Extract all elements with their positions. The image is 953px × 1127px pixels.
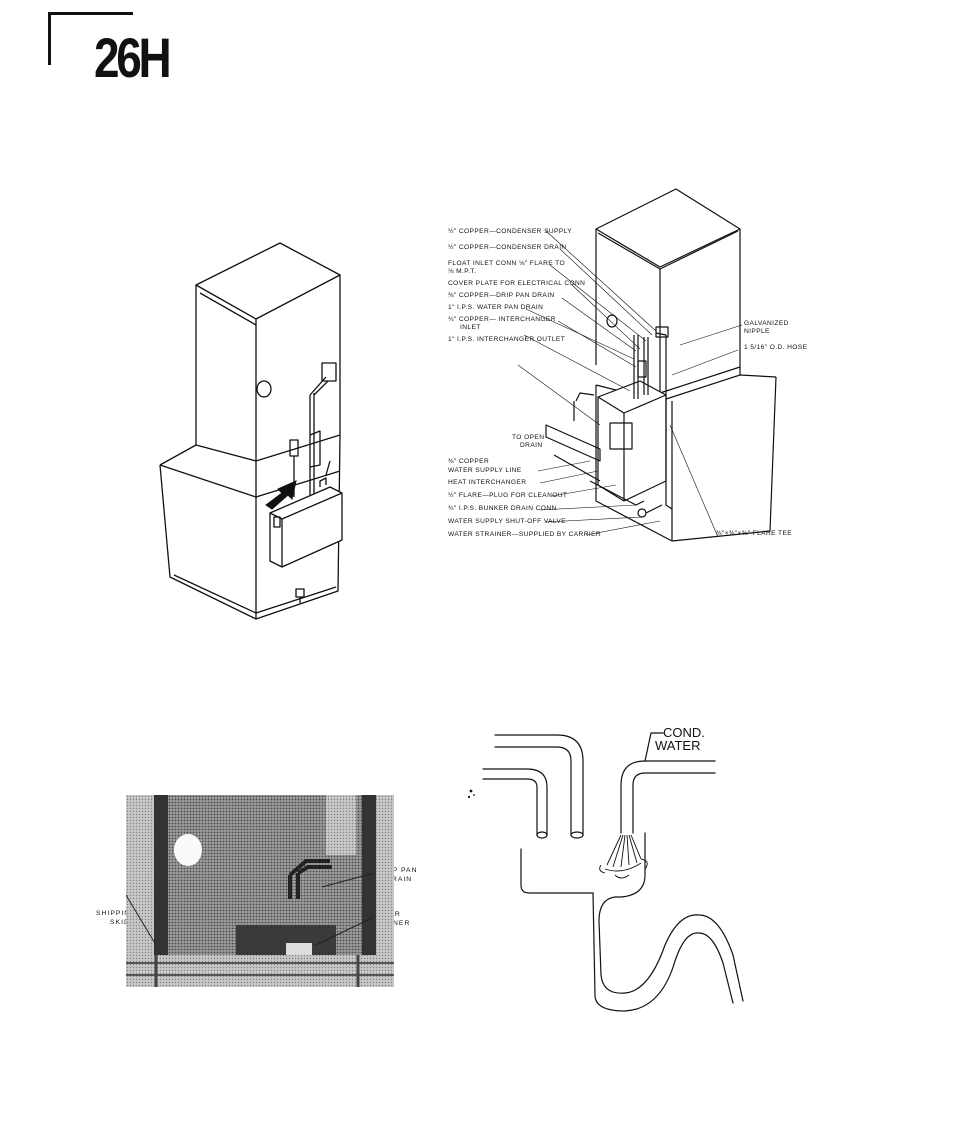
label-bunker-drain: ¾" I.P.S. BUNKER DRAIN CONN [448,505,557,512]
label-shipping: SHIPPING [96,910,137,917]
label-water-2: WATER [655,738,701,753]
figure-unit-arrow [150,235,410,630]
label-cond: COND. [663,725,705,740]
label-copper: ⅜" COPPER [448,458,490,465]
label-condenser-drain: ½" COPPER—CONDENSER DRAIN [448,244,567,251]
label-nipple: NIPPLE [744,328,770,335]
installation-drawing [517,188,777,542]
label-heat-interchanger: HEAT INTERCHANGER [448,479,527,486]
label-condenser-supply: ½" COPPER—CONDENSER SUPPLY [448,228,573,235]
label-drip-pan: DRIP PAN [378,867,418,874]
label-float-inlet: FLOAT INLET CONN ⅛" FLARE TO [448,260,565,267]
unit-arrow-drawing [159,242,343,620]
figure-drain: COND. WATER [465,725,765,1012]
page-title: 26H [94,26,172,89]
label-flare-plug: ½" FLARE—PLUG FOR CLEANOUT [448,492,568,499]
corner-mark [48,12,133,65]
drain-drawing [467,732,744,1012]
label-drip-pan-drain: ⅜" COPPER—DRIP PAN DRAIN [448,292,555,299]
label-to-open: TO OPEN [512,434,545,441]
label-interchanger: ¾" COPPER— INTERCHANGER [448,316,556,323]
label-drain: DRAIN [520,442,543,449]
label-drip-pan-drain-2: DRAIN [386,876,413,883]
label-shutoff-valve: WATER SUPPLY SHUT-OFF VALVE [448,518,567,525]
label-inlet: INLET [460,324,481,331]
label-water-pan-drain: 1" I.P.S. WATER PAN DRAIN [448,304,544,311]
photo-drawing [126,795,394,987]
label-cover-plate: COVER PLATE FOR ELECTRICAL CONN [448,280,586,287]
figure-installation: ½" COPPER—CONDENSER SUPPLY ½" COPPER—CON… [440,185,807,545]
label-hose: 1 5/16" O.D. HOSE [744,344,808,351]
label-water-supply-line: WATER SUPPLY LINE [448,467,522,474]
label-flare-tee: ⅜"×⅜"×⅜" FLARE TEE [716,530,793,537]
label-mpt: ⅛ M.P.T. [448,268,477,275]
photo-unit-rear [126,795,394,987]
label-galvanized: GALVANIZED [744,320,789,327]
label-interchanger-outlet: 1" I.P.S. INTERCHANGER OUTLET [448,336,566,343]
label-water-strainer: WATER STRAINER—SUPPLIED BY CARRIER [448,531,602,538]
label-skid: SKID [110,919,130,926]
